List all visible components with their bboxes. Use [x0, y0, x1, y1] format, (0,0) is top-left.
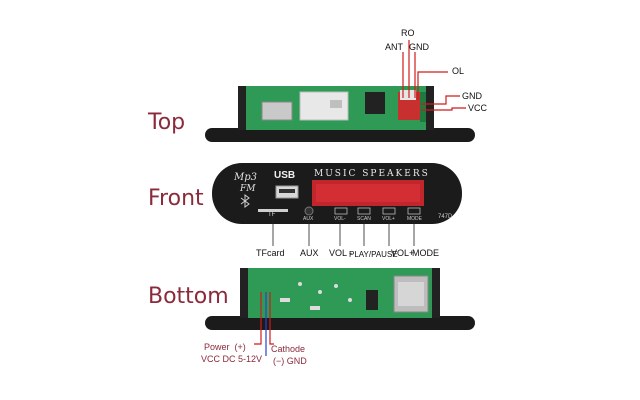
bottom-view-board	[205, 268, 475, 330]
panel-logo-fm: FM	[240, 184, 256, 194]
panel-logo-mp3: Mp3	[234, 172, 258, 183]
pin-label-ol: OL	[452, 66, 465, 76]
label-gnd: (−) GND	[273, 356, 307, 366]
label-aux: AUX	[300, 248, 319, 258]
panel-usb-label: USB	[274, 170, 296, 181]
pin-label-gnd: GND	[409, 42, 429, 52]
label-power: Power (+)	[204, 342, 246, 352]
panel-button-scan: SCAN	[357, 216, 371, 222]
panel-button-vol-minus: VOL-	[334, 216, 346, 222]
panel-button-vol-plus: VOL+	[382, 216, 395, 222]
panel-aux-label: AUX	[303, 216, 314, 222]
panel-button-mode: MODE	[407, 216, 422, 222]
label-play-pause: PLAY/PAUSE	[349, 250, 398, 259]
front-panel	[212, 163, 462, 224]
label-vcc: VCC DC 5-12V	[201, 354, 263, 364]
top-view-board	[205, 86, 475, 142]
top-view-title: Top	[148, 110, 186, 135]
panel-brand: MUSIC SPEAKERS	[314, 169, 430, 179]
pin-label-ro: RO	[401, 28, 415, 38]
label-cathode: Cathode	[271, 344, 306, 354]
pin-label-ant: ANT	[385, 42, 403, 52]
power-wires	[254, 292, 274, 356]
bluetooth-icon	[240, 194, 250, 208]
label-vol-plus: VOL+	[391, 248, 415, 258]
front-pointer-lines	[272, 212, 415, 246]
pin-label-gnd2: GND	[462, 91, 482, 101]
label-vol-minus: VOL -	[329, 248, 353, 258]
panel-model: 747D	[438, 214, 453, 220]
label-mode: MODE	[412, 248, 439, 258]
label-tfcard: TFcard	[256, 248, 285, 258]
panel-tf-label: TF	[268, 212, 276, 218]
bottom-view-title: Bottom	[148, 284, 229, 309]
front-view-title: Front	[148, 186, 204, 211]
top-pin-callouts	[402, 40, 466, 111]
pin-label-vcc: VCC	[468, 103, 488, 113]
